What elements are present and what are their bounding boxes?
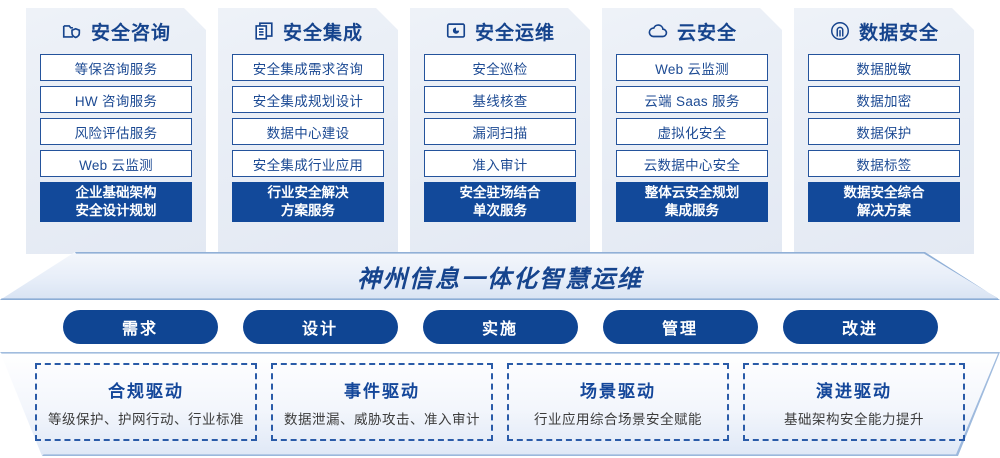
cloud-icon (647, 20, 669, 42)
footer-line: 集成服务 (665, 203, 719, 218)
driver-heading: 演进驱动 (816, 381, 892, 401)
driver-subtitle: 数据泄漏、威胁攻击、准入审计 (284, 411, 480, 427)
service-item[interactable]: 云数据中心安全 (616, 150, 768, 177)
monitor-pie-icon (445, 20, 467, 42)
service-item[interactable]: 准入审计 (424, 150, 576, 177)
banner-title: 神州信息一体化智慧运维 (357, 265, 643, 293)
column-footer-highlight[interactable]: 整体云安全规划 集成服务 (616, 182, 768, 222)
service-item[interactable]: 安全集成需求咨询 (232, 54, 384, 81)
service-item[interactable]: Web 云监测 (616, 54, 768, 81)
service-item[interactable]: 安全集成规划设计 (232, 86, 384, 113)
service-item[interactable]: 基线核查 (424, 86, 576, 113)
column-header: 安全运维 (410, 8, 590, 54)
service-item[interactable]: HW 咨询服务 (40, 86, 192, 113)
column-items: 等保咨询服务 HW 咨询服务 风险评估服务 Web 云监测 企业基础架构 安全设… (26, 54, 206, 222)
column-title: 云安全 (676, 22, 737, 44)
capability-column-security-integration[interactable]: 安全集成 安全集成需求咨询 安全集成规划设计 数据中心建设 安全集成行业应用 行… (218, 8, 398, 254)
pill-design[interactable]: 设计 (242, 310, 398, 344)
column-items: 安全巡检 基线核查 漏洞扫描 准入审计 安全驻场结合 单次服务 (410, 54, 590, 222)
folder-shield-icon (61, 20, 83, 42)
column-header: 安全咨询 (26, 8, 206, 54)
driver-heading: 合规驱动 (108, 381, 184, 401)
driver-card-scenario[interactable]: 场景驱动 行业应用综合场景安全赋能 (507, 363, 729, 441)
column-footer-highlight[interactable]: 企业基础架构 安全设计规划 (40, 182, 192, 222)
footer-line: 企业基础架构 (75, 185, 157, 200)
footer-line: 安全驻场结合 (459, 185, 541, 200)
column-items: 安全集成需求咨询 安全集成规划设计 数据中心建设 安全集成行业应用 行业安全解决… (218, 54, 398, 222)
banner-surface (0, 252, 1000, 300)
driver-card-incident[interactable]: 事件驱动 数据泄漏、威胁攻击、准入审计 (271, 363, 493, 441)
platform-banner: 神州信息一体化智慧运维 (0, 252, 1000, 300)
column-header: 安全集成 (218, 8, 398, 54)
pill-management[interactable]: 管理 (602, 310, 758, 344)
driver-heading: 事件驱动 (344, 381, 420, 401)
column-title: 数据安全 (858, 22, 939, 44)
fingerprint-icon (829, 20, 851, 42)
driver-subtitle: 等级保护、护网行动、行业标准 (48, 411, 244, 427)
column-items: Web 云监测 云端 Saas 服务 虚拟化安全 云数据中心安全 整体云安全规划… (602, 54, 782, 222)
service-item[interactable]: 数据脱敏 (808, 54, 960, 81)
footer-line: 整体云安全规划 (644, 185, 740, 200)
column-items: 数据脱敏 数据加密 数据保护 数据标签 数据安全综合 解决方案 (794, 54, 974, 222)
capability-column-cloud-security[interactable]: 云安全 Web 云监测 云端 Saas 服务 虚拟化安全 云数据中心安全 整体云… (602, 8, 782, 254)
footer-line: 数据安全综合 (843, 185, 925, 200)
service-item[interactable]: Web 云监测 (40, 150, 192, 177)
driver-card-compliance[interactable]: 合规驱动 等级保护、护网行动、行业标准 (35, 363, 257, 441)
column-footer-highlight[interactable]: 安全驻场结合 单次服务 (424, 182, 576, 222)
service-item[interactable]: 安全集成行业应用 (232, 150, 384, 177)
pill-requirement[interactable]: 需求 (62, 310, 218, 344)
pill-implementation[interactable]: 实施 (422, 310, 578, 344)
column-title: 安全咨询 (90, 22, 171, 44)
capability-column-security-operations[interactable]: 安全运维 安全巡检 基线核查 漏洞扫描 准入审计 安全驻场结合 单次服务 (410, 8, 590, 254)
driver-heading: 场景驱动 (580, 381, 656, 401)
service-item[interactable]: 数据中心建设 (232, 118, 384, 145)
driver-subtitle: 行业应用综合场景安全赋能 (534, 411, 702, 427)
lifecycle-pills: 需求 设计 实施 管理 改进 (0, 310, 1000, 344)
column-header: 数据安全 (794, 8, 974, 54)
drivers-row: 合规驱动 等级保护、护网行动、行业标准 事件驱动 数据泄漏、威胁攻击、准入审计 … (0, 363, 1000, 441)
column-footer-highlight[interactable]: 数据安全综合 解决方案 (808, 182, 960, 222)
footer-line: 安全设计规划 (75, 203, 157, 218)
footer-line: 单次服务 (473, 203, 527, 218)
capability-column-security-consulting[interactable]: 安全咨询 等保咨询服务 HW 咨询服务 风险评估服务 Web 云监测 企业基础架… (26, 8, 206, 254)
column-footer-highlight[interactable]: 行业安全解决 方案服务 (232, 182, 384, 222)
drivers-surface (0, 352, 1000, 456)
service-item[interactable]: 等保咨询服务 (40, 54, 192, 81)
capability-column-data-security[interactable]: 数据安全 数据脱敏 数据加密 数据保护 数据标签 数据安全综合 解决方案 (794, 8, 974, 254)
stacked-documents-icon (253, 20, 275, 42)
column-title: 安全集成 (282, 22, 363, 44)
service-item[interactable]: 虚拟化安全 (616, 118, 768, 145)
drivers-section: 合规驱动 等级保护、护网行动、行业标准 事件驱动 数据泄漏、威胁攻击、准入审计 … (0, 352, 1000, 456)
service-item[interactable]: 漏洞扫描 (424, 118, 576, 145)
driver-subtitle: 基础架构安全能力提升 (784, 411, 924, 427)
service-item[interactable]: 数据加密 (808, 86, 960, 113)
driver-card-evolution[interactable]: 演进驱动 基础架构安全能力提升 (743, 363, 965, 441)
footer-line: 解决方案 (857, 203, 911, 218)
service-item[interactable]: 安全巡检 (424, 54, 576, 81)
service-item[interactable]: 数据保护 (808, 118, 960, 145)
pill-improvement[interactable]: 改进 (782, 310, 938, 344)
service-item[interactable]: 风险评估服务 (40, 118, 192, 145)
footer-line: 方案服务 (281, 203, 335, 218)
service-item[interactable]: 云端 Saas 服务 (616, 86, 768, 113)
capability-columns: 安全咨询 等保咨询服务 HW 咨询服务 风险评估服务 Web 云监测 企业基础架… (0, 8, 1000, 254)
column-header: 云安全 (602, 8, 782, 54)
column-title: 安全运维 (474, 22, 555, 44)
service-item[interactable]: 数据标签 (808, 150, 960, 177)
footer-line: 行业安全解决 (267, 185, 349, 200)
